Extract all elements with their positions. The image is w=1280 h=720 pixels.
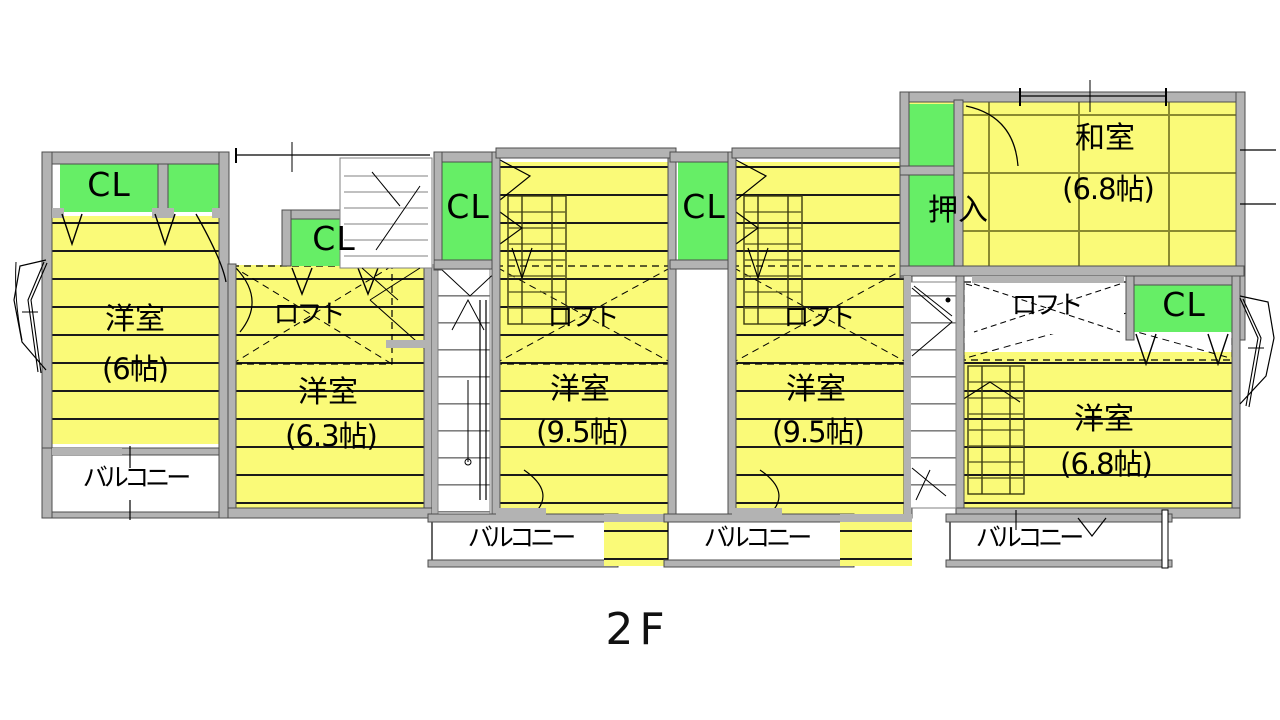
floor-plan: CL 洋室 (6帖) バルコニー CL ロフト 洋室 (6.3帖) CL ロフト… xyxy=(13,80,1276,652)
plan-geometry xyxy=(13,80,1276,569)
